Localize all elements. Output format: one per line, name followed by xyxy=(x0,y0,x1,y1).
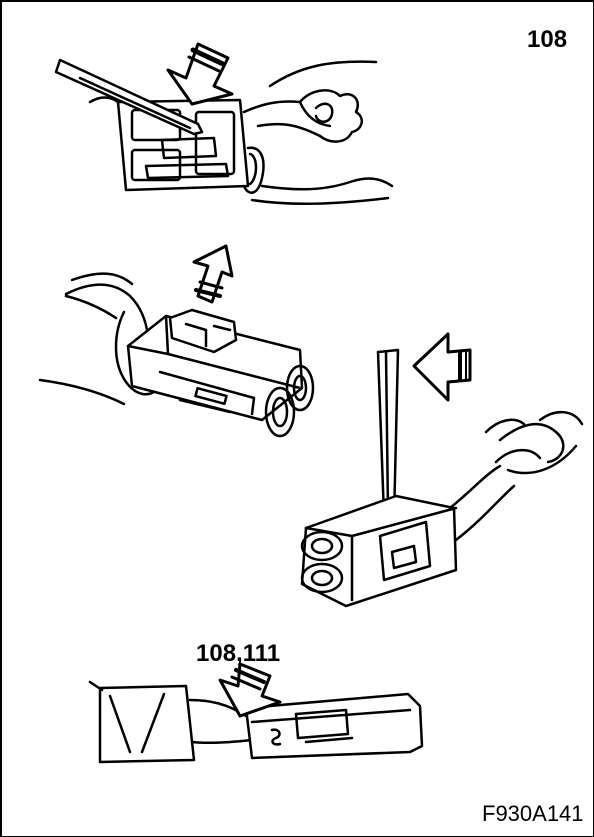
panel-terminal-release xyxy=(88,662,424,764)
page-number: 108 xyxy=(527,26,568,53)
panel-lift-lock-tab xyxy=(38,244,315,438)
figure-code: F930A141 xyxy=(482,801,584,826)
panel-pry-with-screwdriver xyxy=(300,332,584,608)
callout-label: 108,111 xyxy=(196,640,281,667)
panel-press-lock-tab xyxy=(54,42,394,205)
